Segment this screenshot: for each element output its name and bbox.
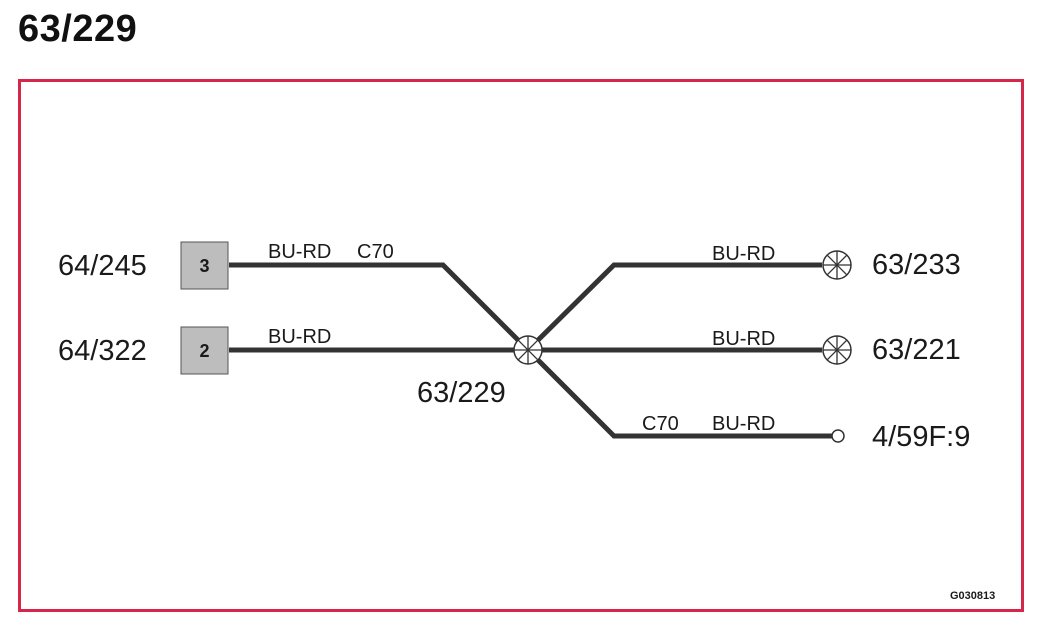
- wire-color-code: BU-RD: [268, 241, 331, 263]
- drawing-code: G030813: [950, 590, 995, 602]
- wire-63-233[interactable]: [526, 262, 822, 352]
- wire-color-code: BU-RD: [712, 328, 775, 350]
- pin-box: [180, 241, 229, 290]
- page-title: 63/229: [18, 8, 138, 50]
- diagram-frame: [18, 79, 1024, 612]
- connector-64-322[interactable]: 2: [180, 326, 229, 375]
- splice-icon[interactable]: [822, 335, 852, 365]
- wire-color-code: BU-RD: [712, 413, 775, 435]
- pin-box: [180, 326, 229, 375]
- wire-circuit-code: C70: [357, 241, 394, 263]
- splice-label: 63/229: [417, 377, 506, 409]
- pin-number: 2: [199, 341, 209, 361]
- endpoint-ref-label: 63/233: [872, 249, 961, 281]
- wire-64-245[interactable]: [229, 262, 530, 352]
- connector-ref-label: 64/322: [58, 335, 147, 367]
- endpoint-ref-label: 4/59F:9: [872, 421, 970, 453]
- endpoint-ref-label: 63/221: [872, 334, 961, 366]
- splice-icon[interactable]: [822, 250, 852, 280]
- connector-ref-label: 64/245: [58, 250, 147, 282]
- pin-number: 3: [199, 256, 209, 276]
- wire-color-code: BU-RD: [712, 243, 775, 265]
- wire-4-59f[interactable]: [526, 348, 832, 439]
- connector-64-245[interactable]: 3: [180, 241, 229, 290]
- splice-icon[interactable]: [513, 335, 543, 365]
- terminal-icon[interactable]: [831, 429, 845, 443]
- wire-color-code: BU-RD: [268, 326, 331, 348]
- wire-circuit-code: C70: [642, 413, 679, 435]
